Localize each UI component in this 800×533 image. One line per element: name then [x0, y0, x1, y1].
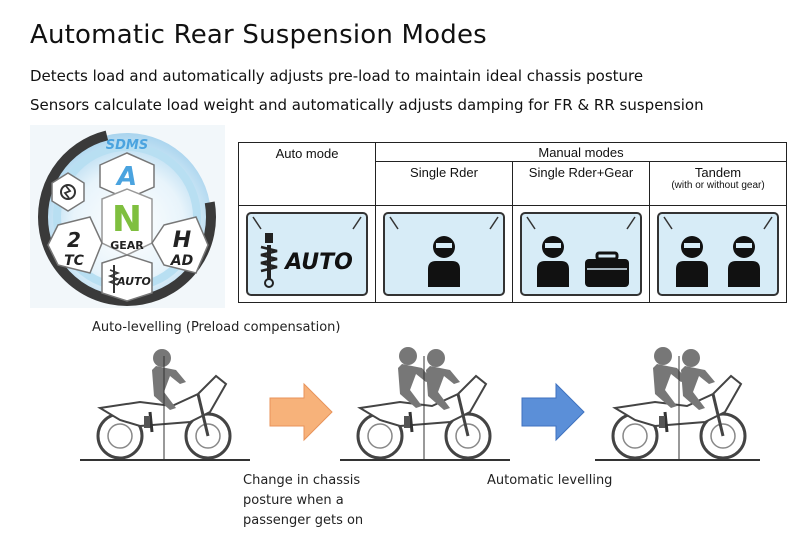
dial-hold-letter: H	[173, 228, 191, 253]
luggage-icon	[585, 251, 629, 287]
single-rider-panel	[383, 212, 505, 296]
chassis-change-line-2: posture when a	[243, 493, 344, 508]
tandem-header: Tandem (with or without gear)	[649, 161, 787, 206]
shock-absorber-icon	[260, 233, 278, 288]
dial-shock-icon	[107, 265, 121, 293]
rider-icon	[428, 236, 460, 287]
chassis-change-caption: Change in chassis posture when a passeng…	[243, 471, 363, 531]
dial-gear-label: GEAR	[110, 239, 144, 252]
auto-mode-header: Auto mode	[238, 142, 376, 206]
bike-tandem-sagged	[338, 347, 512, 462]
auto-levelling-caption: Auto-levelling (Preload compensation)	[92, 320, 341, 335]
single-rider-cell	[375, 205, 513, 303]
dial-gear-letter: N	[112, 199, 142, 240]
rider-icon	[537, 236, 569, 287]
rider-icon	[676, 236, 708, 287]
chassis-change-line-3: passenger gets on	[243, 513, 364, 528]
dial-sdms-label: SDMS	[106, 138, 148, 153]
dial-tc-number: 2	[67, 228, 81, 252]
mode-dial: SDMS A N GEAR 2 TC H AD AUTO	[30, 125, 225, 308]
blue-arrow-icon	[521, 382, 585, 442]
dial-power-icon	[60, 184, 76, 200]
auto-mode-cell: AUTO	[238, 205, 376, 303]
passenger-icon	[728, 236, 760, 287]
automatic-levelling-caption: Automatic levelling	[487, 473, 613, 488]
single-rider-gear-cell	[512, 205, 650, 303]
dial-auto-letter: A	[115, 162, 137, 192]
tandem-note: (with or without gear)	[671, 180, 765, 191]
dial-ad-label: AD	[170, 253, 193, 269]
levelling-sequence	[80, 347, 760, 462]
dial-tc-label: TC	[64, 253, 85, 269]
dial-auto-label: AUTO	[116, 275, 151, 288]
bike-single-rider	[80, 349, 252, 462]
suspension-modes-table: Auto mode Manual modes Single Rder Singl…	[238, 142, 787, 303]
orange-arrow-icon	[269, 382, 333, 442]
tandem-label: Tandem	[694, 165, 742, 180]
auto-mode-panel: AUTO	[246, 212, 368, 296]
bike-tandem-levelled	[593, 347, 760, 462]
subtitle-preload: Detects load and automatically adjusts p…	[30, 67, 644, 85]
auto-panel-text: AUTO	[283, 250, 353, 275]
single-rider-header: Single Rder	[375, 161, 513, 206]
single-rider-gear-header: Single Rder+Gear	[512, 161, 650, 206]
page-title: Automatic Rear Suspension Modes	[30, 20, 487, 50]
manual-modes-header: Manual modes	[375, 142, 787, 162]
chassis-change-line-1: Change in chassis	[243, 473, 361, 488]
tandem-cell	[649, 205, 787, 303]
single-rider-gear-panel	[520, 212, 642, 296]
subtitle-damping: Sensors calculate load weight and automa…	[30, 96, 704, 114]
tandem-panel	[657, 212, 779, 296]
